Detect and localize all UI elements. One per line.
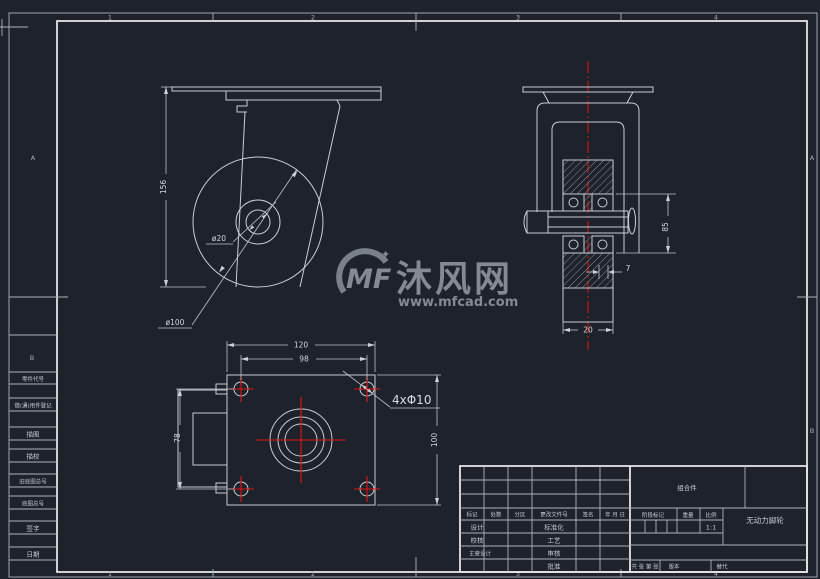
dim-front-offset: 7: [626, 264, 631, 273]
tb-version-label: 版本: [668, 563, 680, 571]
tb-zone-label: 分区: [514, 511, 526, 519]
tb-review-label: 审核: [548, 549, 562, 558]
dim-top-plate-height: 100: [430, 433, 439, 448]
dim-front-width: 20: [583, 326, 593, 335]
view-side: 156 ø100 ø20: [158, 86, 382, 329]
dim-side-height: 156: [159, 180, 168, 195]
watermark-logo: MF: [346, 264, 392, 295]
tb-scale-value: 1:1: [706, 524, 716, 532]
zone-bottom-2: 2: [311, 570, 315, 578]
tb-process-label: 工艺: [548, 537, 562, 545]
tb-standard-label: 标准化: [544, 523, 564, 532]
dim-side-wheel-dia: ø100: [166, 318, 185, 327]
tb-approve-label: 批准: [548, 562, 562, 571]
dim-top-holes-width: 98: [299, 355, 309, 364]
tb-part-name: 无动力脚轮: [746, 515, 784, 525]
strip-field-trace-check: 描校: [27, 452, 41, 461]
zone-bottom-1: 1: [108, 570, 112, 578]
zone-labels: 1 2 3 4 1 2 3 4 A B A B: [30, 14, 815, 579]
dim-top-holes-callout: 4xΦ10: [392, 393, 431, 407]
tb-sign-label: 签名: [582, 511, 593, 519]
strip-field-date: 日期: [27, 551, 41, 559]
watermark-sparkle-icon: ✦: [381, 248, 390, 261]
dim-top-plate-width: 120: [294, 341, 309, 350]
tb-scale-label: 比例: [705, 511, 717, 519]
strip-field-trace: 描图: [27, 430, 40, 439]
view-top: 120 98 78 100 4xΦ10: [173, 341, 441, 506]
strip-field-master-no: 底图总号: [22, 500, 45, 508]
tb-stage-label: 阶段标记: [642, 511, 665, 519]
watermark-url: www.mfcad.com: [398, 295, 518, 310]
zone-right-a: A: [810, 154, 815, 162]
dim-side-hub-dia: ø20: [212, 234, 226, 243]
watermark-logo-swirl: [336, 248, 389, 294]
tb-docno-label: 更改文件号: [540, 511, 568, 519]
strip-field-signature: 签字: [27, 524, 41, 533]
watermark-name: 沐风网: [396, 259, 513, 300]
tb-sheets-label: 共 张 第 张: [631, 563, 659, 571]
zone-left-b: B: [30, 354, 34, 362]
tb-part-type: 组合件: [677, 483, 697, 492]
title-block: 标记 处数 分区 更改文件号 签名 年 月 日 设计 标准化 校核 工艺 主管设…: [459, 465, 808, 573]
zone-bottom-4: 4: [714, 570, 718, 578]
tb-chief-design-label: 主管设计: [469, 550, 492, 558]
zone-bottom-3: 3: [516, 570, 520, 578]
view-front: 85 7 20: [522, 61, 676, 350]
tb-design-label: 设计: [471, 523, 485, 532]
zone-top-3: 3: [516, 14, 520, 22]
tb-count-label: 处数: [490, 511, 502, 519]
crosshairs: [228, 376, 380, 502]
tb-check-label: 校核: [471, 536, 485, 545]
sheet-border: [0, 12, 818, 578]
watermark: MF ✦ 沐风网 www.mfcad.com: [336, 248, 518, 310]
left-strip: 零件代号 借(通)用件登记 描图 描校 旧底图总号 底图总号 签字 日期: [9, 334, 57, 561]
tb-weight-label: 重量: [682, 511, 694, 519]
zone-right-b: B: [810, 427, 814, 435]
strip-field-borrowed: 借(通)用件登记: [14, 402, 52, 410]
dim-front-span: 85: [661, 222, 670, 232]
strip-field-old-master-no: 旧底图总号: [19, 478, 47, 486]
zone-left-a: A: [31, 154, 36, 162]
zone-top-1: 1: [108, 14, 112, 22]
tb-mark-label: 标记: [466, 511, 478, 519]
zone-top-4: 4: [714, 14, 718, 22]
dim-top-holes-height: 78: [173, 433, 182, 443]
strip-field-part-code: 零件代号: [22, 375, 45, 383]
zone-top-2: 2: [311, 14, 315, 22]
tb-replace-label: 替代: [716, 563, 728, 571]
tb-date-label: 年 月 日: [605, 511, 625, 519]
